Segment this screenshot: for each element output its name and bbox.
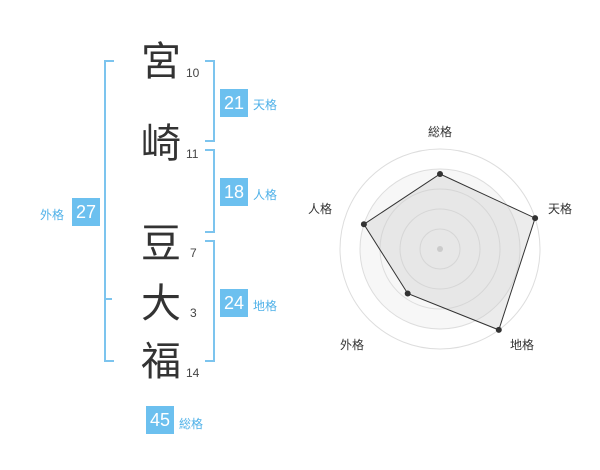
radar-point-1 — [437, 171, 443, 177]
tenkaku-value: 21 — [220, 89, 248, 117]
gaikaku-label: 外格 — [40, 208, 65, 222]
soukaku-value: 45 — [146, 406, 174, 434]
radar-center — [437, 246, 443, 252]
jinkaku-value: 18 — [220, 178, 248, 206]
soukaku-label: 総格 — [179, 417, 204, 431]
radar-point-4 — [404, 290, 411, 297]
chikaku-value: 24 — [220, 289, 248, 317]
gaikaku-bracket-tick — [104, 298, 112, 300]
tenkaku-label: 天格 — [253, 98, 278, 112]
stroke-count-2: 11 — [186, 147, 199, 161]
radar-point-3 — [495, 326, 502, 333]
name-char-5: 福 — [141, 339, 181, 385]
radar-point-5 — [360, 221, 367, 228]
chikaku-bracket — [205, 240, 215, 362]
name-char-1: 宮 — [141, 39, 181, 85]
stroke-count-4: 3 — [190, 306, 197, 320]
jinkaku-label: 人格 — [253, 188, 278, 202]
radar-point-2 — [532, 215, 539, 222]
stroke-count-5: 14 — [186, 366, 200, 380]
gaikaku-value: 27 — [72, 198, 100, 226]
radar-label-soukaku: 総格 — [428, 125, 453, 139]
radar-label-jinkaku: 人格 — [308, 202, 333, 216]
stroke-count-1: 10 — [186, 66, 200, 80]
name-char-2: 崎 — [141, 121, 181, 167]
radar-label-tenkaku: 天格 — [548, 202, 573, 216]
radar-label-chikaku: 地格 — [510, 338, 535, 352]
tenkaku-bracket — [205, 60, 215, 142]
stroke-count-3: 7 — [190, 246, 197, 260]
radar-label-gaikaku: 外格 — [340, 338, 365, 352]
name-char-3: 豆 — [141, 221, 181, 267]
chikaku-label: 地格 — [253, 299, 278, 313]
name-char-4: 大 — [141, 281, 181, 327]
jinkaku-bracket — [205, 149, 215, 233]
gaikaku-bracket — [104, 60, 114, 362]
